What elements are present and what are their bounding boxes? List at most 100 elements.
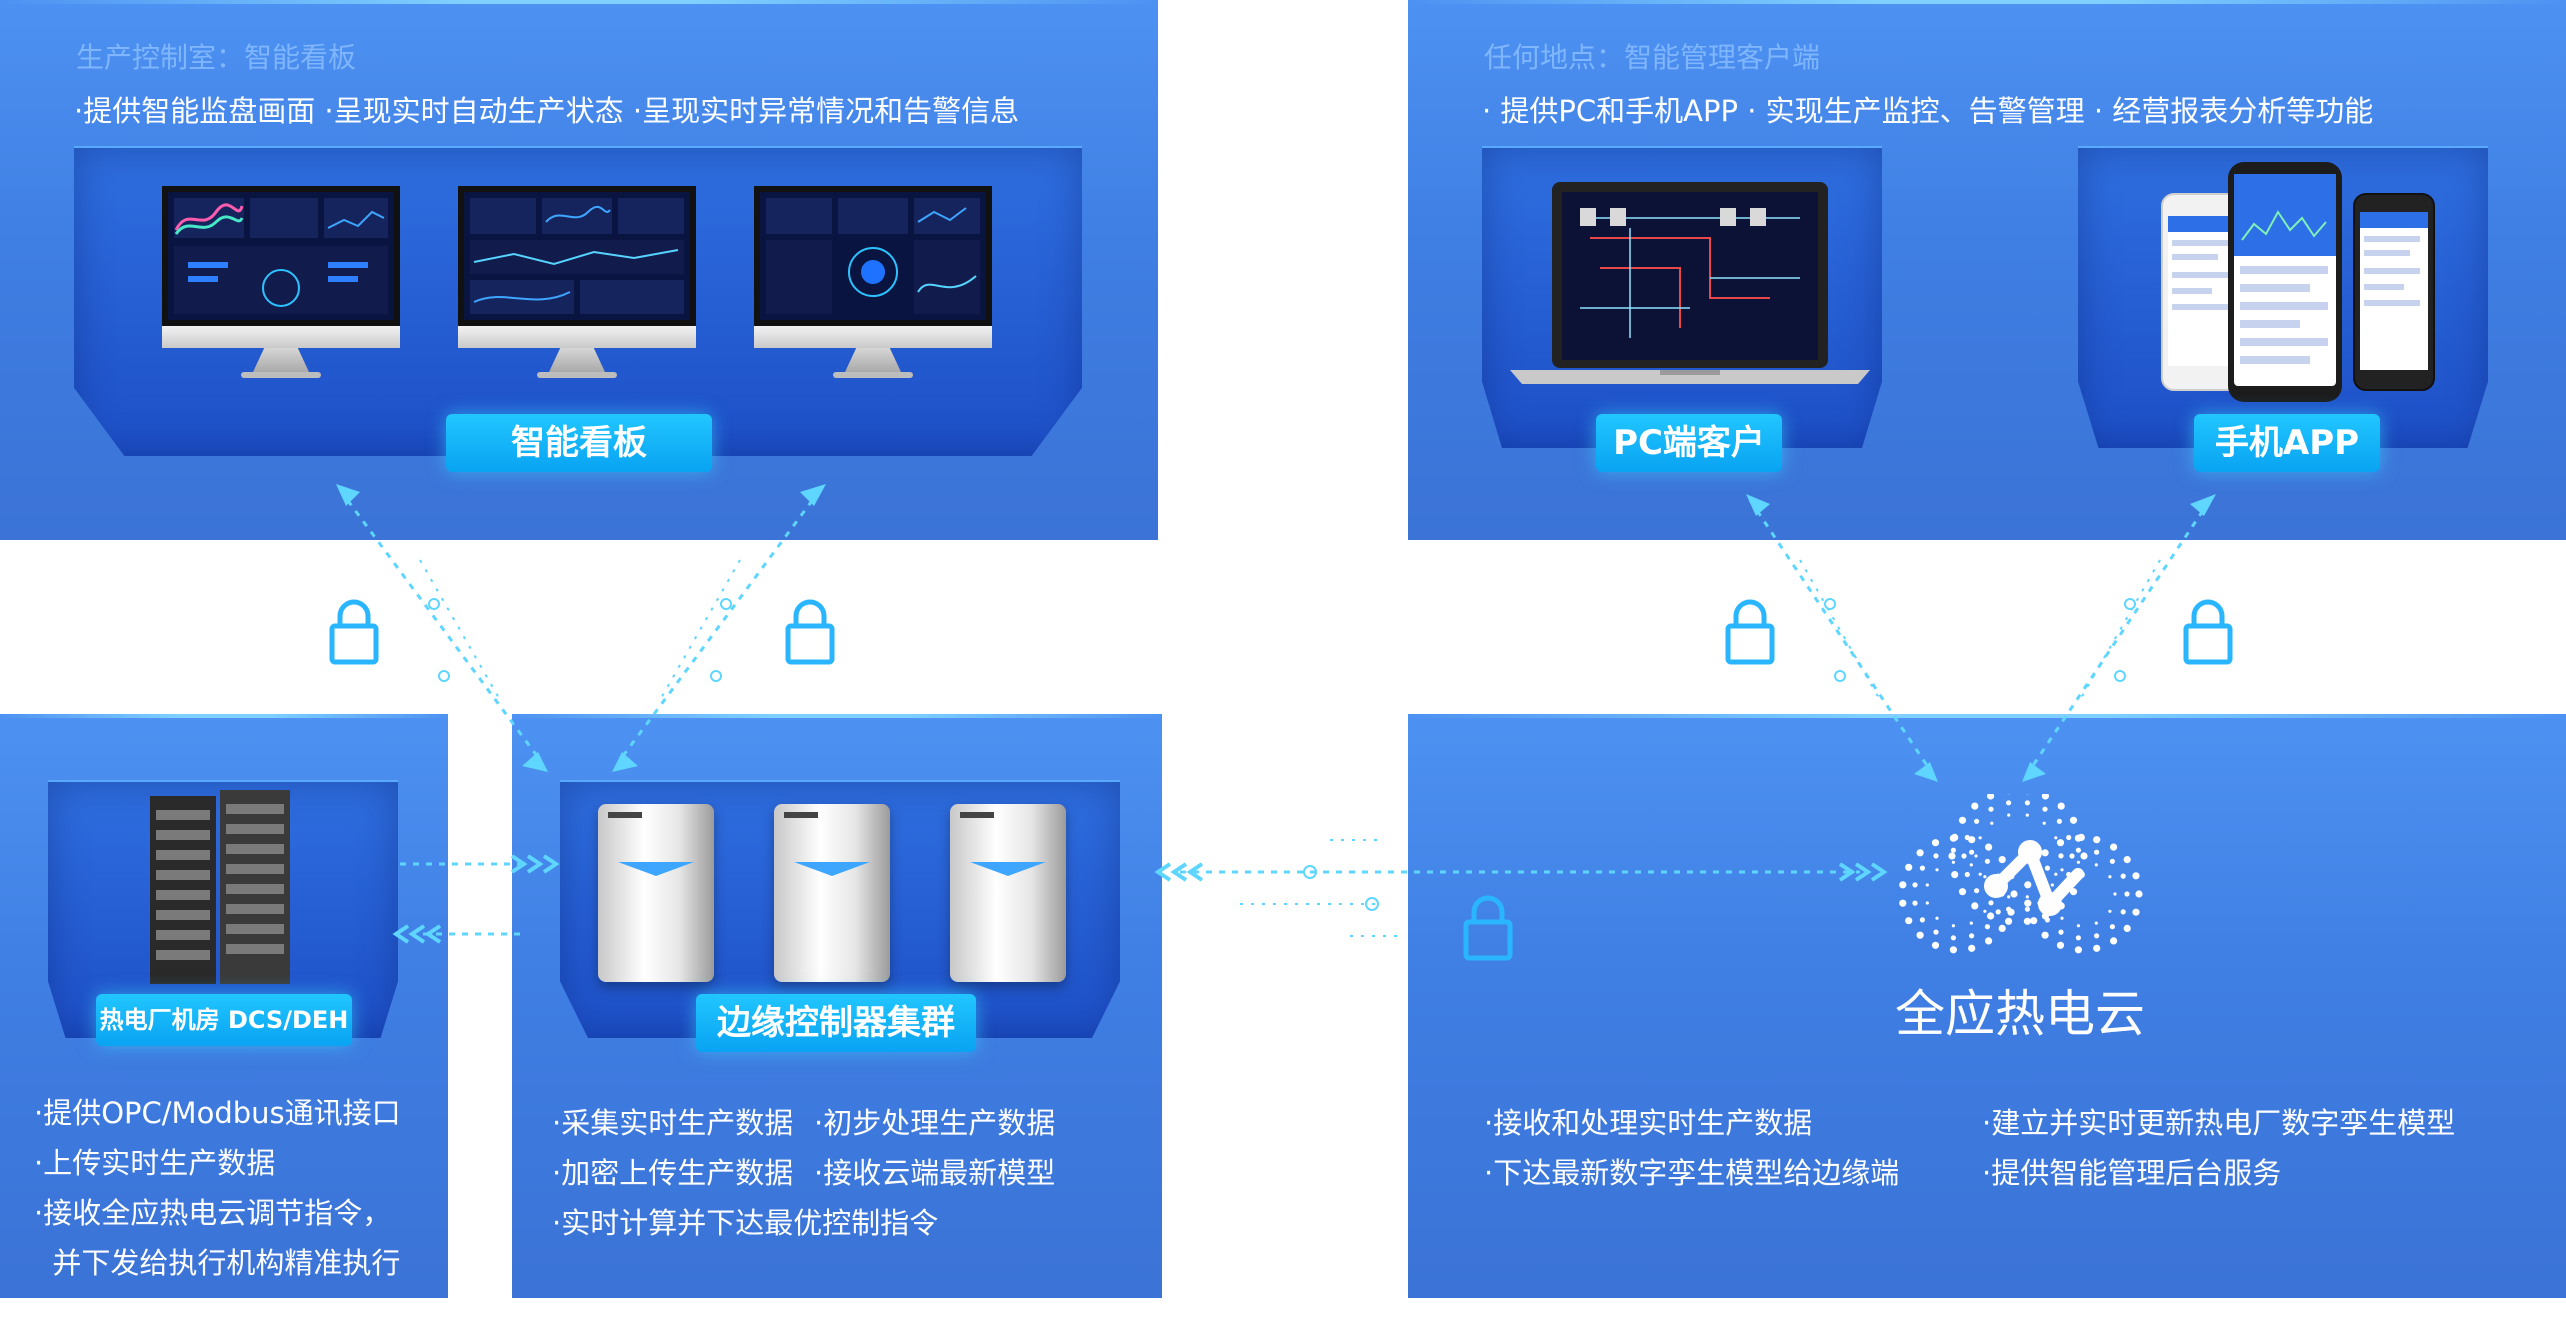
cloud-dot	[1983, 875, 1987, 879]
cloud-dot	[1948, 852, 1956, 860]
bullet-item: 并下发给执行机构精准执行	[34, 1246, 401, 1280]
cloud-dot	[1990, 821, 1994, 825]
cloud-dot	[2132, 908, 2140, 916]
bullet-item: ·实时计算并下达最优控制指令	[552, 1206, 939, 1240]
cloud-dot	[2024, 881, 2032, 889]
cloud-dot	[1983, 909, 1987, 913]
cloud-dot	[1974, 854, 1978, 858]
cloud-dot	[2007, 895, 2011, 899]
cloud-dot	[1968, 836, 1976, 844]
cloud-dot	[1916, 849, 1924, 857]
cloud-icon	[1899, 794, 2143, 954]
cloud-dot	[1961, 853, 1967, 859]
cloud-dot	[2109, 924, 2115, 930]
cloud-dot	[1969, 849, 1975, 855]
cloud-dot	[2066, 834, 2072, 841]
panel-title: 生产控制室：智能看板	[76, 41, 357, 74]
cloud-dot	[2042, 821, 2046, 825]
panel-subtitle: ·提供智能监盘画面 ·呈现实时自动生产状态 ·呈现实时异常情况和告警信息	[74, 94, 1020, 128]
cloud-dot	[1931, 839, 1940, 847]
cloud-dot	[2041, 931, 2049, 939]
cloud-dot	[2093, 944, 2101, 952]
cloud-dot	[2094, 921, 2098, 925]
bullet-item: ·初步处理生产数据	[814, 1106, 1056, 1140]
cloud-dot	[2120, 909, 2126, 915]
cloud-dot	[1933, 853, 1939, 859]
cloud-dot	[1919, 917, 1925, 923]
cloud-dot	[1958, 888, 1967, 896]
cloud-dot	[2123, 924, 2131, 932]
cloud-dot	[2054, 836, 2058, 840]
cloud-dot	[1949, 946, 1957, 954]
cloud-dot	[1969, 933, 1975, 939]
cloud-dot	[1971, 902, 1979, 910]
cloud-dot	[2110, 843, 2118, 851]
dcs-label: 热电厂机房 DCS/DEH	[96, 994, 352, 1046]
cloud-dot	[1916, 931, 1924, 939]
cloud-dot	[2044, 917, 2050, 923]
laptop-icon	[1510, 182, 1870, 384]
lock-icon	[1466, 898, 1510, 958]
bullet-item: ·提供OPC/Modbus通讯接口	[34, 1096, 401, 1130]
cloud-dot	[2054, 872, 2058, 876]
cloud-dot	[1998, 856, 2006, 864]
cloud-dot	[1951, 871, 1959, 879]
phone-icon	[2353, 193, 2435, 391]
panel-management-client: 任何地点：智能管理客户端 · 提供PC和手机APP · 实现生产监控、告警管理 …	[1408, 0, 2566, 540]
arrow-icon	[394, 854, 1886, 944]
arrow-icon	[336, 484, 2216, 782]
cloud-dot	[2042, 806, 2048, 812]
edge-controller-icon	[950, 804, 1066, 982]
cloud-dot	[1905, 917, 1913, 925]
cloud-dot	[2094, 863, 2098, 867]
phone-icon	[2161, 193, 2243, 391]
cloud-dot	[1984, 858, 1990, 864]
cloud-name: 全应热电云	[1895, 985, 2145, 1043]
panel-cloud: 全应热电云 ·接收和处理实时生产数据 ·建立并实时更新热电厂数字孪生模型 ·下达…	[1408, 714, 2566, 1298]
cloud-dot	[1998, 924, 2006, 932]
server-rack-icon	[150, 790, 290, 984]
panel-edge-cluster: 边缘控制器集群 ·采集实时生产数据 ·初步处理生产数据 ·加密上传生产数据 ·接…	[512, 714, 1162, 1298]
cloud-dot	[1935, 868, 1939, 872]
cloud-dot	[1964, 834, 1970, 841]
cloud-dot	[1987, 912, 1995, 920]
bullet-item: ·采集实时生产数据	[552, 1106, 794, 1140]
cloud-dot	[2135, 890, 2143, 898]
cloud-dot	[2074, 834, 2082, 842]
cloud-dot	[1969, 863, 1973, 867]
bullet-item: ·提供智能管理后台服务	[1982, 1156, 2282, 1190]
cloud-dot	[1899, 881, 1907, 889]
cloud-dot	[1925, 901, 1929, 905]
cloud-dot	[2060, 868, 2064, 872]
cloud-dot	[2041, 794, 2049, 800]
edge-controller-icon	[774, 804, 890, 982]
cloud-dot	[2041, 849, 2049, 857]
panel-dcs-room: 热电厂机房 DCS/DEH ·提供OPC/Modbus通讯接口 ·上传实时生产数…	[0, 714, 448, 1298]
cloud-dot	[1899, 899, 1907, 907]
cloud-dot	[2010, 890, 2018, 898]
edge-controller-icon	[598, 804, 714, 982]
bullet-item: ·加密上传生产数据	[552, 1156, 794, 1190]
cloud-dot	[1978, 872, 1982, 876]
cloud-dot	[1988, 900, 1994, 906]
cloud-dot	[2025, 813, 2029, 817]
cloud-dot	[2080, 852, 2088, 860]
cloud-dot	[2076, 860, 2080, 864]
cloud-dot	[2024, 899, 2032, 907]
cloud-dot	[2076, 924, 2080, 928]
cloud-dot	[2132, 872, 2140, 880]
cloud-dot	[2024, 906, 2030, 912]
cloud-dot	[2108, 875, 2112, 879]
cloud-dot	[1985, 843, 1993, 851]
cloud-dot	[1958, 816, 1967, 824]
cloud-dot	[2056, 839, 2065, 847]
cloud-dot	[2094, 849, 2100, 855]
bullet-item: ·建立并实时更新热电厂数字孪生模型	[1982, 1106, 2456, 1140]
bullet-item: ·接收云端最新模型	[814, 1156, 1056, 1190]
cloud-dot	[2057, 802, 2065, 810]
cloud-dot	[2060, 916, 2064, 920]
cloud-dot	[2069, 816, 2078, 824]
cloud-dot	[1912, 900, 1918, 906]
pc-client-label: PC端客户	[1596, 414, 1782, 472]
